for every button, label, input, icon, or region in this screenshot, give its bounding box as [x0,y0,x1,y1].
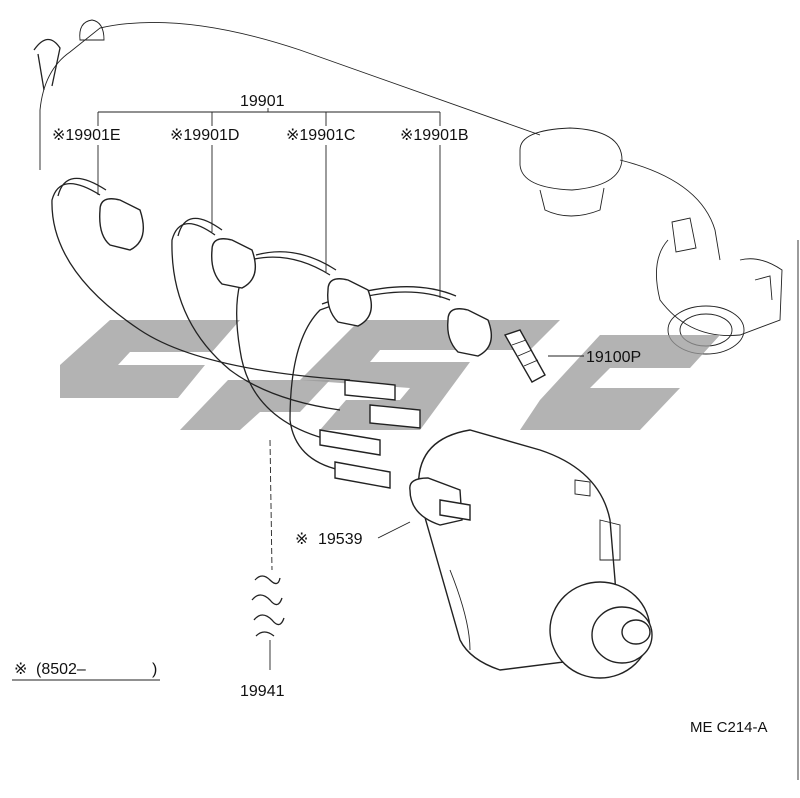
diagram-code: ME C214-A [690,719,768,736]
label-19539: 19539 [318,531,363,548]
label-19901b: ※19901B [400,127,469,144]
label-19901e: ※19901E [52,127,121,144]
wire-clamp [251,439,285,670]
spark-plug-wires [51,177,457,471]
leader-lines [12,108,584,681]
watermark-logo [60,320,720,430]
note-close: ) [152,661,157,678]
note-text: (8502– [36,661,86,678]
label-19901d: ※19901D [170,127,239,144]
label-19100p: 19100P [586,349,641,366]
label-19901: 19901 [240,93,285,110]
label-19901c: ※19901C [286,127,355,144]
label-19941: 19941 [240,683,285,700]
wire-terminals [319,379,421,489]
connector-19539 [409,477,471,526]
engine-outline [33,19,799,780]
note-mark: ※ [14,661,27,678]
distributor [417,429,653,679]
label-19539-mark: ※ [295,531,308,548]
plug-boots [99,198,492,357]
spark-plug [503,329,546,383]
